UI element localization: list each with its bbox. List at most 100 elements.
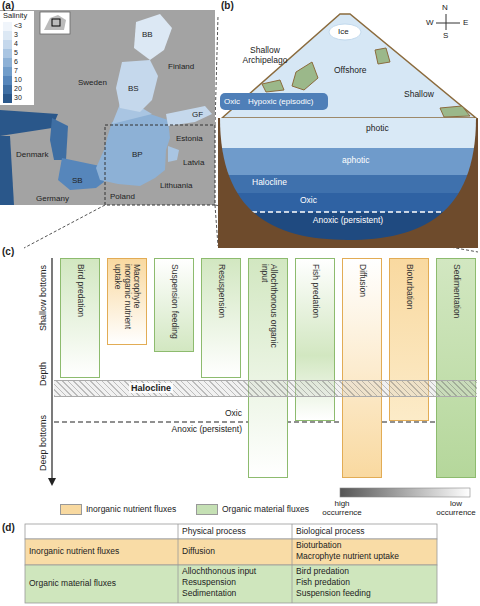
legend-swatch [3,31,12,40]
legend-swatch [3,85,12,94]
legend-swatch [3,22,12,31]
country-label: Sweden [78,78,107,87]
layer-label: Anoxic (persistent) [300,216,396,226]
ice-patch [329,24,361,40]
bar-label: Suspension feeding [169,264,178,348]
region-label: BS [128,84,139,93]
table-row [25,565,437,603]
legend-title: Salinity [3,12,27,21]
band-label: Halocline [129,383,173,393]
zoom-box [105,125,215,205]
water-column [218,118,478,242]
panel-letter: (b) [221,0,234,12]
compass [446,14,447,30]
island [375,48,390,64]
island [292,62,318,90]
table-cell: Organic material fluxes [29,579,116,589]
compass-letter: S [443,31,448,40]
table-cell: Fish predation [296,578,350,588]
panel-letter: (a) [2,0,14,12]
table-rule [178,524,179,603]
legend-swatch [60,504,82,515]
sediment [218,118,478,248]
legend-text: 20 [14,85,22,93]
zone-label: Hypoxic (episodic) [248,97,313,106]
flux-bar: Diffusion [342,258,382,478]
zone-label: Offshore [334,66,366,76]
axis-label: Depth [38,352,48,396]
flux-bar: Sedimentation [436,258,476,478]
legend-text: 3 [14,31,18,39]
occurrence-scale [340,488,470,497]
inset-land [44,15,66,30]
flux-bar: Suspension feeding [154,258,194,352]
zone-label: Shallow [404,90,434,100]
southern-baltic [58,158,104,190]
zone-label: Oxic [130,409,242,419]
region-label: BP [132,150,143,159]
oxycline [220,211,476,213]
legend-swatch [3,49,12,58]
table-cell: Suspension feeding [296,589,371,599]
zone-label: Anoxic (persistent) [130,425,242,435]
table-cell: Resuspension [182,578,236,588]
kattegat [50,118,68,160]
zoom-line [24,205,105,248]
zoom-line [215,205,218,246]
bothnian-sea [116,60,158,112]
bar-label: Diffusion [357,264,366,324]
table-cell: Inorganic nutrient fluxes [29,547,119,557]
depth-axis [51,258,52,478]
table-rule [292,524,293,603]
gulf-of-finland [166,106,212,126]
legend-swatch [3,67,12,76]
bar-label: Resuspension [216,264,225,344]
layer-label: Oxic [300,196,317,206]
table-cell: Sedimentation [182,589,236,599]
island [440,106,470,117]
legend-text: Inorganic nutrient fluxes [86,505,176,515]
bar-label: Bird predation [75,264,84,336]
bothnian-bay [134,14,172,60]
country-label: Estonia [176,134,203,143]
bar-label: Sedimentation [451,264,460,336]
legend-panel [0,11,34,105]
zoom-line [215,16,218,125]
legend-swatch [3,76,12,85]
flux-bar: Bird predation [60,258,100,378]
table-cell: Bird predation [296,567,349,577]
compass-letter: W [426,18,434,27]
layer-label: photic [366,124,389,134]
legend-swatch [3,40,12,49]
legend-text: 10 [14,76,22,84]
layer-label: Halocline [252,178,287,188]
table-cell: Bioturbation [296,541,341,551]
skagerrak [0,110,58,136]
flux-bar: Macrophyte inorganic nutrient uptake [107,258,147,345]
anoxic-layer [218,212,478,242]
country-label: Denmark [16,150,48,159]
flux-bar: Allochthonous organic input [248,258,288,478]
photic-layer [218,118,478,148]
island [262,80,284,92]
oxic-layer [218,193,478,212]
inset-map [40,12,70,34]
region-label: BB [142,30,153,39]
panel-letter: (c) [2,246,14,258]
country-label: Finland [168,62,194,71]
legend-text: <3 [14,22,22,30]
legend-text: 30 [14,94,22,102]
inset-frame [52,19,60,26]
zone-label: Oxic [224,97,240,106]
halocline-layer [218,175,478,193]
gulf-of-riga [168,146,179,162]
legend-text: 7 [14,67,18,75]
aphotic-layer [218,148,478,175]
table-cell: Diffusion [182,547,215,557]
bar-label: Allochthonous organic input [259,264,278,354]
country-label: Germany [36,194,69,203]
table-header [25,524,437,539]
table-row [25,539,437,565]
scale-label: high occurrence [318,499,366,517]
